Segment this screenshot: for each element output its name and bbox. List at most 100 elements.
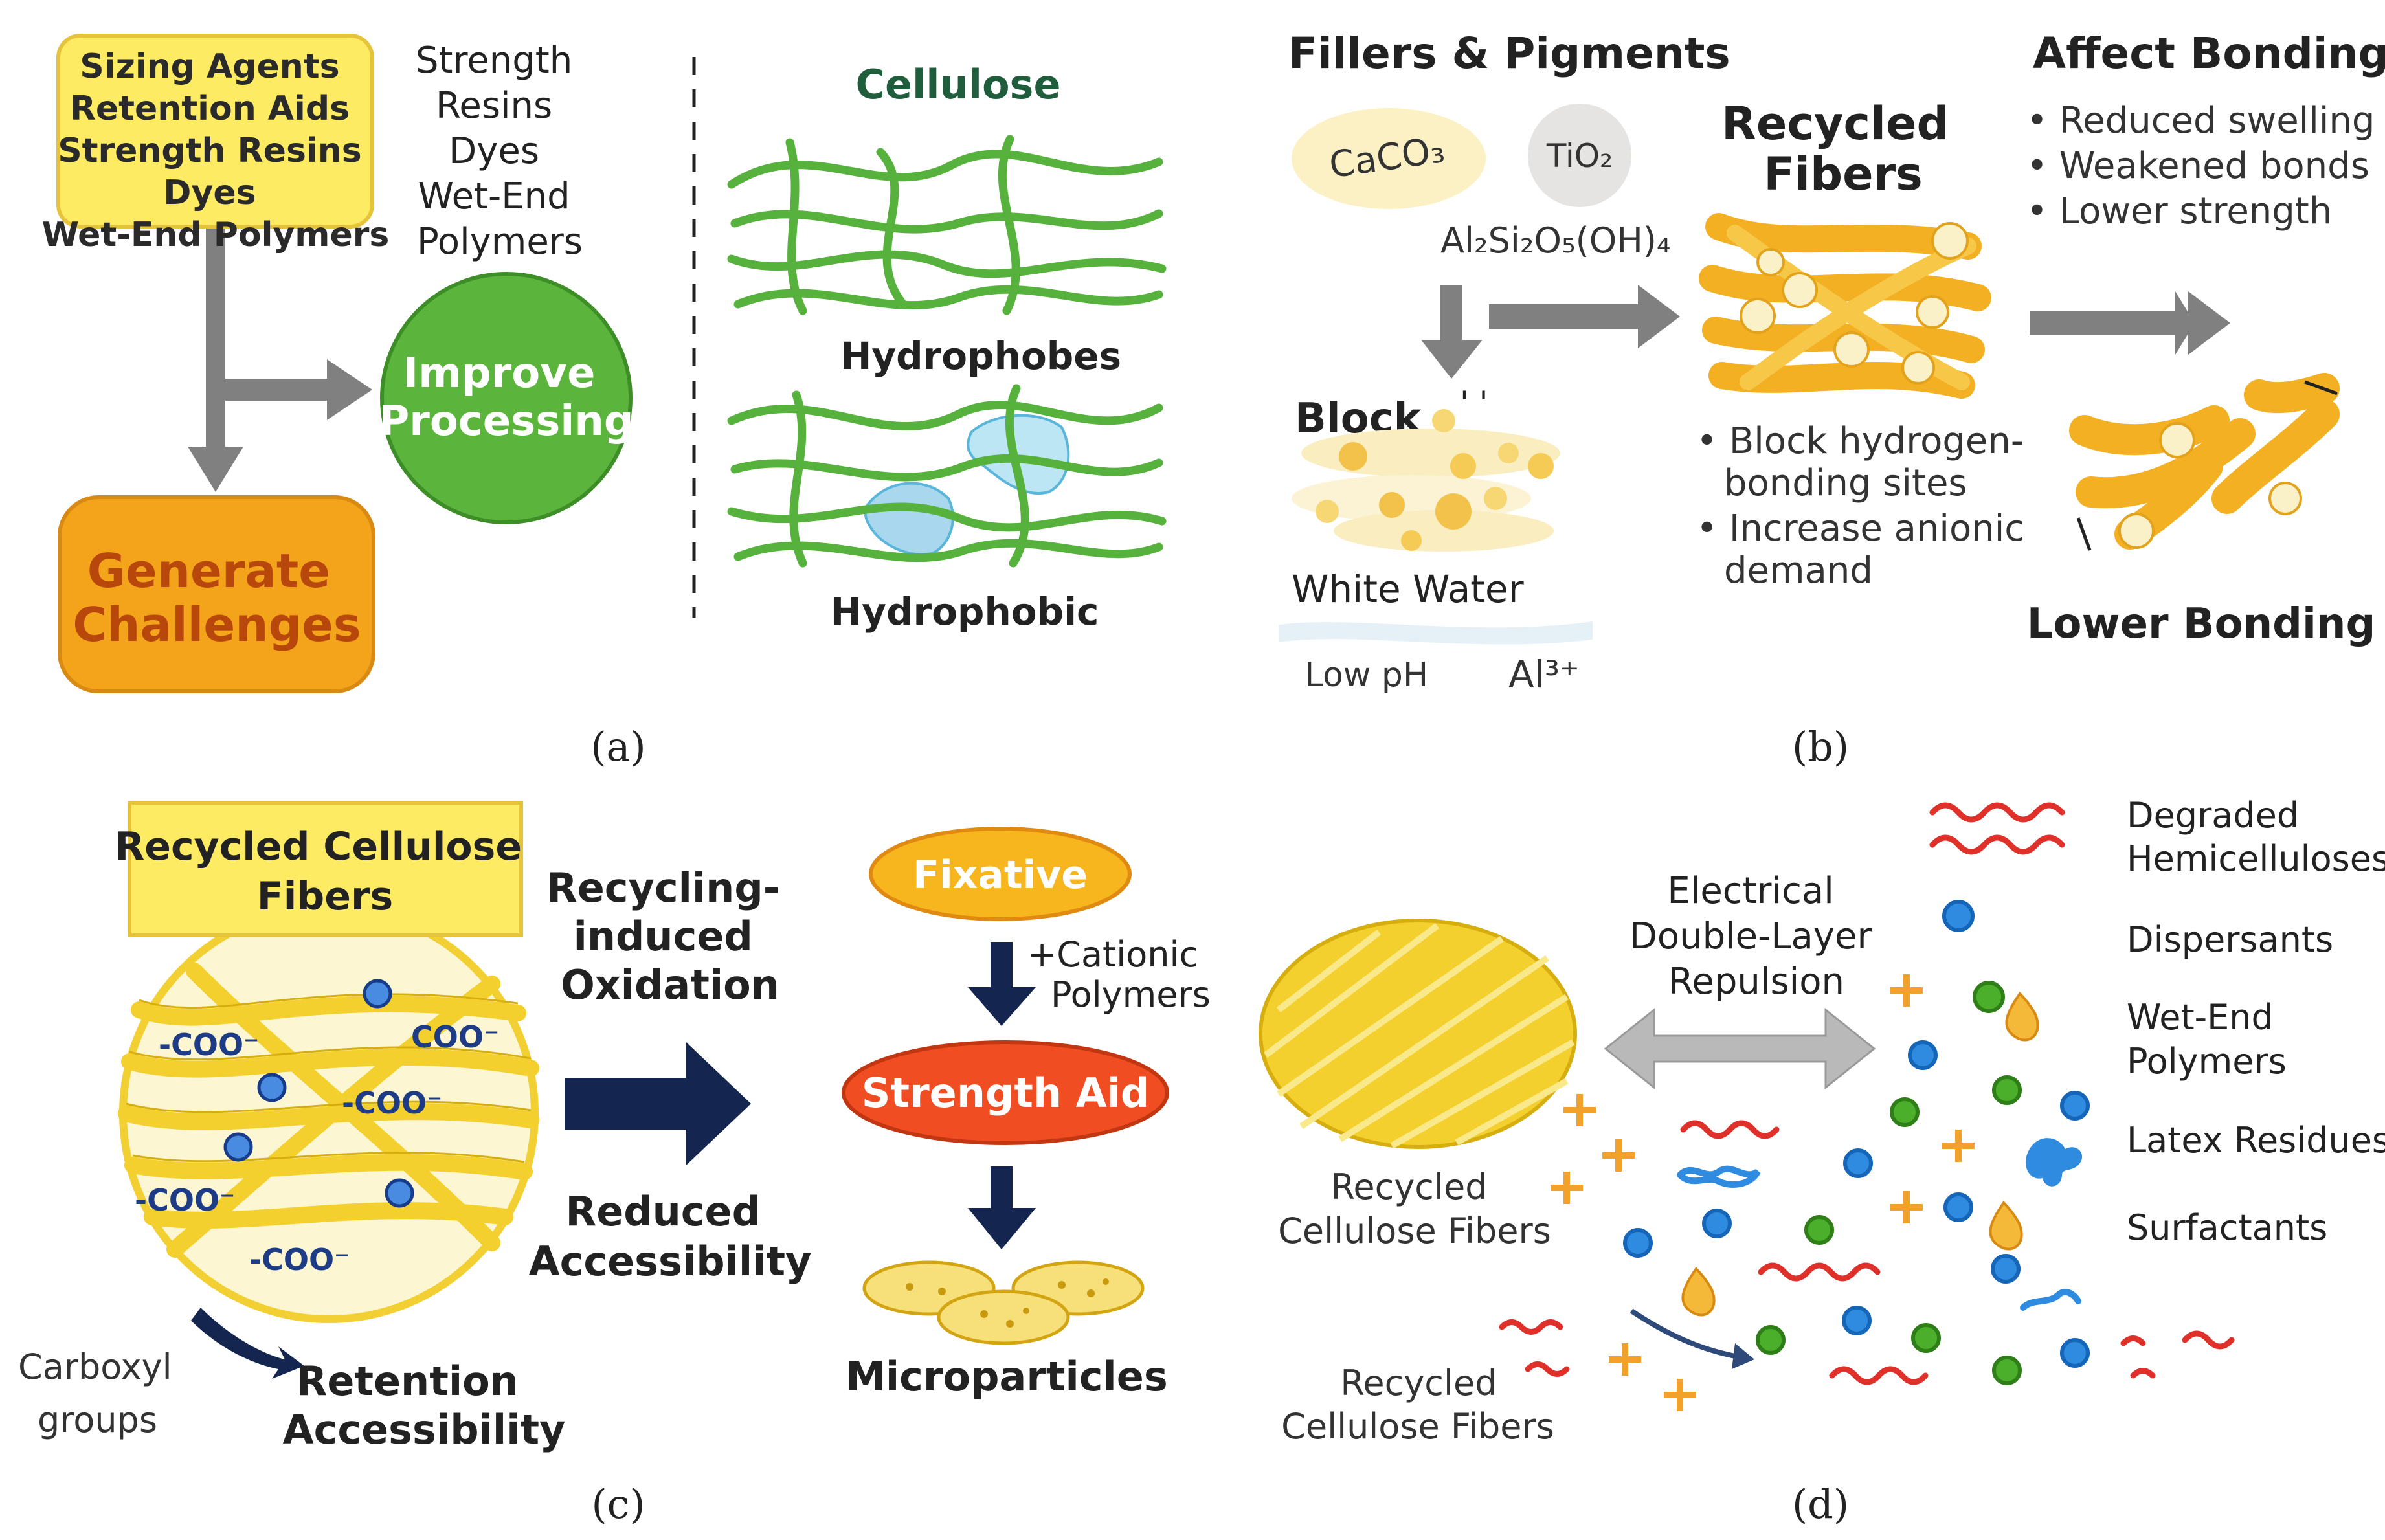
- al3-label: Al³⁺: [1508, 653, 1580, 697]
- edl-label: Double-Layer: [1629, 915, 1873, 957]
- svg-text:Electrical Double-Layer: Electrical Double-Layer Repulsion: [1629, 870, 1884, 1003]
- caption-b: (b): [1792, 723, 1849, 770]
- coo-label: -COO⁻: [342, 1086, 442, 1121]
- svg-text:Recycled Cellulose Fiber: Recycled Cellulose Fibers: [115, 824, 535, 919]
- input-agent-item: Dyes: [163, 173, 256, 212]
- coo-label: -COO⁻: [249, 1242, 350, 1277]
- oxidation-label: induced: [574, 913, 753, 960]
- fiber-bullet: • Increase anionic: [1696, 508, 2024, 550]
- green-polymer-particles: [1756, 981, 2022, 1385]
- strength-aid-ellipse: [842, 1040, 1169, 1145]
- cellulose-label: Cellulose: [856, 61, 1061, 108]
- recycled-fibers-title: Recycled: [1721, 97, 1949, 150]
- legend-wet-end: Wet-End: [2127, 997, 2274, 1038]
- legend-wet-end: Polymers: [2127, 1041, 2287, 1082]
- white-water-suspension: [1292, 409, 1560, 552]
- svg-text:• Block hydrogen- bondin: • Block hydrogen- bonding sites • Increa…: [1696, 420, 2036, 592]
- wet-end-polymer-droplets: [1681, 991, 2039, 1317]
- legend-dispersants: Dispersants: [2127, 919, 2333, 960]
- svg-text:Generate Challenges: Generate Challenges: [73, 544, 361, 652]
- fibers-label: Cellulose Fibers: [1281, 1406, 1554, 1447]
- carboxyl-site: [385, 1178, 414, 1208]
- fibers-label: Recycled: [1330, 1166, 1487, 1207]
- svg-text:-COO⁻ COO⁻ -COO⁻: -COO⁻ COO⁻ -COO⁻ -COO⁻ -COO⁻: [135, 1020, 509, 1277]
- broken-fibers: [2069, 373, 2340, 551]
- input-agent-item: Strength Resins: [58, 131, 362, 170]
- generate-label: Challenges: [73, 597, 361, 652]
- degraded-hemicellulose-chains: [1499, 802, 2235, 1385]
- lower-bonding-label: Lower Bonding: [2027, 600, 2376, 648]
- carboxyl-label: groups: [38, 1400, 157, 1440]
- repulsion-double-arrow: [1604, 1007, 1876, 1090]
- legend-surfactants: Surfactants: [2127, 1207, 2327, 1248]
- edl-label: Repulsion: [1668, 961, 1844, 1003]
- side-list-item: Strength: [416, 39, 572, 82]
- carboxyl-site: [223, 1132, 253, 1162]
- recycled-fiber-bundle: [1699, 213, 1991, 399]
- input-agents-box: [56, 34, 374, 229]
- reduced-label: Accessibility: [529, 1238, 812, 1285]
- recycled-fibers-box: [128, 801, 523, 937]
- improve-processing-circle: [380, 272, 633, 524]
- affect-bullet: • Weakened bonds: [2026, 145, 2369, 187]
- side-list-item: Resins: [436, 85, 552, 127]
- cationic-label: Polymers: [1051, 974, 1211, 1015]
- legend-degraded: Degraded: [2127, 795, 2299, 836]
- recycled-fibers-box-label: Recycled Cellulose: [115, 824, 522, 869]
- retention-label: Retention: [297, 1357, 519, 1405]
- panel-b: Fillers & Pigments CaCO₃ TiO₂ Al₂Si₂O₅(O…: [1279, 28, 2385, 770]
- cationic-label: +Cationic: [1027, 934, 1198, 975]
- generate-challenges-box: [58, 495, 375, 693]
- svg-text:Recycled Cellulose Fiber: Recycled Cellulose Fibers: [1278, 1166, 1551, 1251]
- fillers-title: Fillers & Pigments: [1288, 28, 1730, 78]
- white-water-label: White Water: [1292, 567, 1524, 611]
- improve-label: Processing: [379, 397, 633, 445]
- cellulose-network: [727, 135, 1167, 315]
- white-water-stream: [1279, 621, 1593, 645]
- caption-d: (d): [1792, 1480, 1849, 1528]
- affect-bullet: • Reduced swelling: [2026, 100, 2375, 142]
- flow-arrow-head: [1732, 1343, 1754, 1369]
- affect-bullet: • Lower strength: [2026, 190, 2332, 232]
- microparticles-label: Microparticles: [845, 1353, 1168, 1400]
- svg-text:Retention Accessibility: Retention Accessibility: [283, 1357, 566, 1453]
- latex-residues: [1677, 1165, 2081, 1311]
- svg-text:Carboxyl groups: Carboxyl groups: [18, 1346, 183, 1440]
- input-agent-item: Sizing Agents: [80, 47, 339, 86]
- recycled-fibers-title: Fibers: [1764, 148, 1923, 201]
- recycled-fibers-box-label: Fibers: [257, 874, 394, 919]
- generate-label: Generate: [87, 544, 330, 598]
- latex-blob: [2025, 1138, 2083, 1187]
- fixative-ellipse: [869, 827, 1132, 921]
- navy-down-arrow: [968, 942, 1036, 1026]
- coo-label: -COO⁻: [135, 1183, 235, 1218]
- svg-text:Sizing Agents Retention: Sizing Agents Retention Aids Strength Re…: [42, 47, 390, 254]
- oxidation-label: Recycling-: [546, 864, 779, 911]
- carboxyl-site: [257, 1073, 287, 1102]
- caco3-particle: [1292, 108, 1486, 209]
- svg-text:Recycling- induced: Recycling- induced Oxidation: [546, 864, 794, 1009]
- coo-label: -COO⁻: [159, 1027, 259, 1062]
- legend-degraded: Hemicelluloses: [2127, 838, 2385, 879]
- svg-text:Improve Processing: Improve Processing: [379, 350, 633, 445]
- svg-text:Reduced Accessibility: Reduced Accessibility: [529, 1188, 812, 1285]
- input-agent-item: Wet-End Polymers: [42, 216, 390, 254]
- panel-d: Electrical Double-Layer Repulsion Recycl…: [1259, 795, 2385, 1528]
- fiber-bullet: demand: [1724, 550, 1873, 592]
- fixative-label: Fixative: [913, 853, 1088, 898]
- panel-c: -COO⁻ COO⁻ -COO⁻ -COO⁻ -COO⁻ Recycled Ce…: [18, 801, 1211, 1528]
- side-list-item: Polymers: [417, 221, 583, 263]
- input-agent-item: Retention Aids: [70, 89, 350, 128]
- carboxyl-arrow: [191, 1308, 304, 1379]
- oxidation-label: Oxidation: [561, 961, 779, 1009]
- strength-aid-label: Strength Aid: [862, 1069, 1149, 1117]
- hydrophobic-network: [727, 384, 1167, 568]
- fibers-label: Recycled: [1340, 1363, 1497, 1403]
- caption-c: (c): [591, 1480, 645, 1528]
- fiber-bullet: bonding sites: [1724, 462, 1967, 504]
- tio2-particle: [1528, 104, 1631, 207]
- svg-text:• Reduced swelling • Wea: • Reduced swelling • Weakened bonds • Lo…: [2026, 100, 2385, 232]
- improve-label: Improve: [403, 350, 595, 397]
- carboxyl-site: [363, 979, 392, 1009]
